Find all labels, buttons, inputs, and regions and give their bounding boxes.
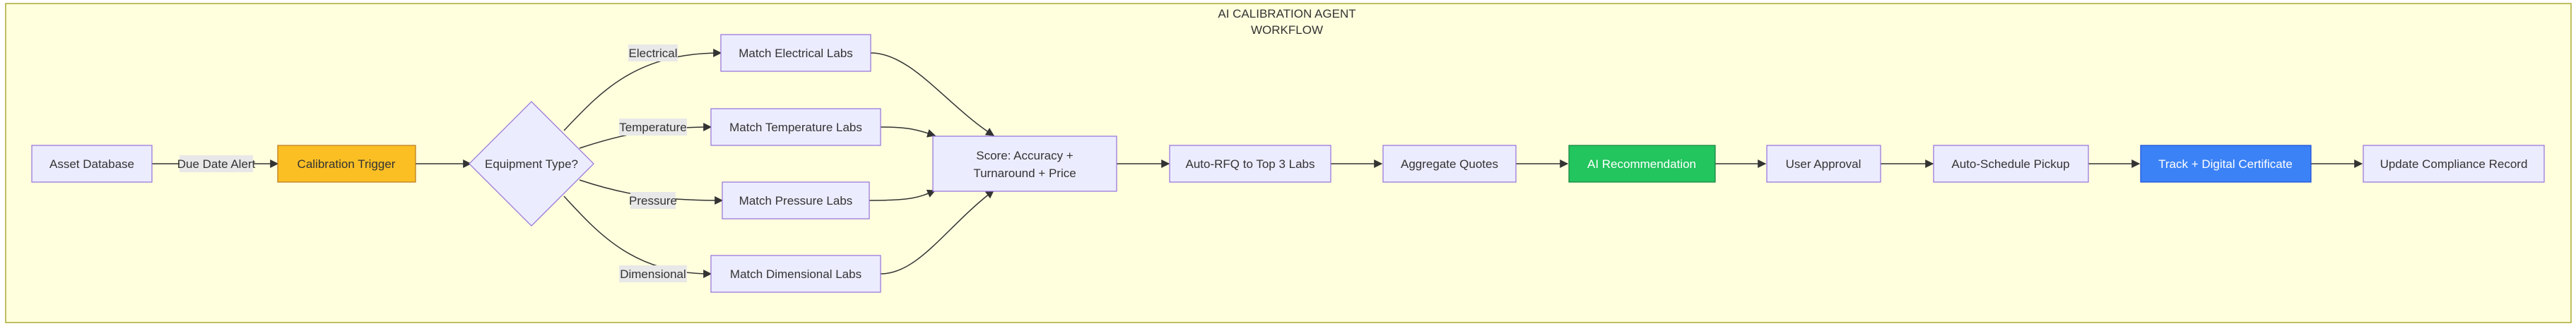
node-track-digital-certificate[interactable]: Track + Digital Certificate: [2140, 145, 2312, 183]
node-calibration-trigger[interactable]: Calibration Trigger: [277, 145, 416, 183]
node-match-dimensional-labs[interactable]: Match Dimensional Labs: [710, 255, 881, 293]
node-label-certificate: Track + Digital Certificate: [2158, 157, 2293, 171]
node-match-pressure-labs[interactable]: Match Pressure Labs: [722, 181, 870, 219]
node-asset-database[interactable]: Asset Database: [31, 145, 153, 183]
node-label-dimensional: Match Dimensional Labs: [730, 267, 861, 281]
edge-temperature-to-score: [880, 126, 936, 138]
node-user-approval[interactable]: User Approval: [1766, 145, 1881, 183]
edge-label-temperature: Temperature: [619, 121, 686, 134]
node-aggregate-quotes[interactable]: Aggregate Quotes: [1382, 145, 1517, 183]
edge-label-bg-electrical: [628, 44, 678, 61]
edge-electrical-to-score: [870, 52, 995, 136]
edge-label-electrical: Electrical: [629, 47, 678, 60]
node-label-temperature: Match Temperature Labs: [729, 121, 862, 134]
node-auto-schedule-pickup[interactable]: Auto-Schedule Pickup: [1933, 145, 2089, 183]
node-label-score-line-2: Turnaround + Price: [973, 167, 1076, 180]
edge-label-dimensional: Dimensional: [620, 267, 686, 281]
node-equipment-type-decision[interactable]: Equipment Type?: [469, 101, 594, 227]
edge-label-bg-temperature: [619, 119, 687, 136]
edge-label-due-date: Due Date Alert: [177, 157, 256, 171]
node-auto-rfq[interactable]: Auto-RFQ to Top 3 Labs: [1169, 145, 1331, 183]
node-label-asset-database: Asset Database: [49, 157, 134, 171]
edge-label-bg-dimensional: [619, 265, 687, 282]
node-score[interactable]: Score: Accuracy + Turnaround + Price: [932, 136, 1117, 192]
node-match-electrical-labs[interactable]: Match Electrical Labs: [720, 34, 871, 72]
node-ai-recommendation[interactable]: AI Recommendation: [1568, 145, 1716, 183]
edge-label-bg-pressure: [630, 192, 676, 209]
node-label-electrical: Match Electrical Labs: [739, 47, 853, 60]
node-label-auto-schedule: Auto-Schedule Pickup: [1951, 157, 2069, 171]
diagram-title-line-2: WORKFLOW: [1251, 23, 1323, 37]
node-label-equipment-type: Equipment Type?: [485, 157, 578, 171]
node-label-auto-rfq: Auto-RFQ to Top 3 Labs: [1185, 157, 1315, 171]
edge-dimensional-to-score: [880, 190, 994, 275]
node-label-ai-recommendation: AI Recommendation: [1587, 157, 1696, 171]
edge-label-pressure: Pressure: [629, 194, 677, 207]
edge-decision-to-electrical: [563, 49, 722, 131]
node-label-pressure: Match Pressure Labs: [739, 194, 853, 207]
edge-pressure-to-score: [869, 189, 936, 201]
node-label-score-line-1: Score: Accuracy +: [976, 149, 1074, 162]
node-label-compliance: Update Compliance Record: [2380, 157, 2528, 171]
edge-labels: Due Date Alert Electrical Temperature Pr…: [177, 44, 687, 282]
node-update-compliance-record[interactable]: Update Compliance Record: [2363, 145, 2545, 183]
edge-label-bg-due-date: [180, 155, 253, 172]
node-label-calibration-trigger: Calibration Trigger: [298, 157, 396, 171]
diagram-title-line-1: AI CALIBRATION AGENT: [1218, 7, 1355, 20]
node-label-aggregate-quotes: Aggregate Quotes: [1401, 157, 1498, 171]
node-match-temperature-labs[interactable]: Match Temperature Labs: [710, 108, 881, 146]
node-label-user-approval: User Approval: [1786, 157, 1862, 171]
